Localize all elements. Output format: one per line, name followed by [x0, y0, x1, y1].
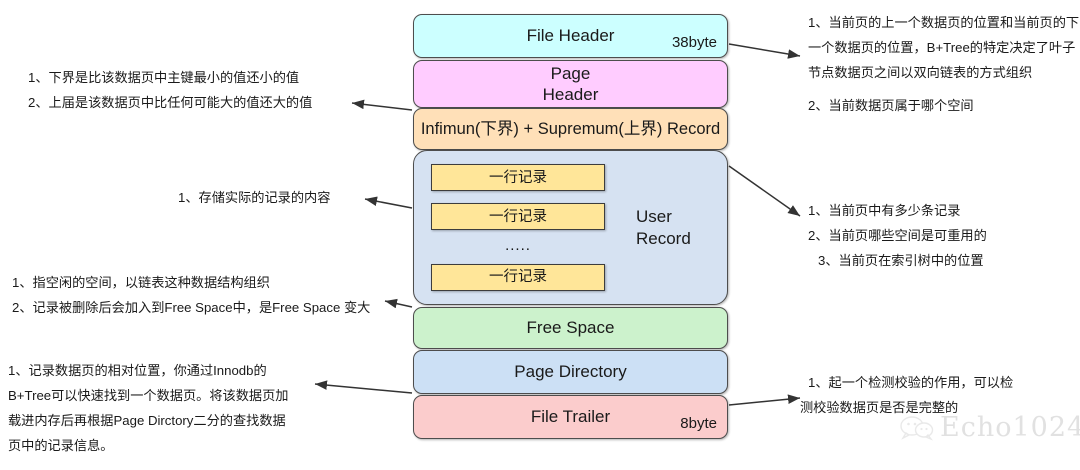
user-record-row[interactable]: 一行记录 — [431, 203, 605, 231]
block-page-header[interactable]: Page Header — [413, 60, 728, 108]
note-line: 2、上届是该数据页中比任何可能大的值还大的值 — [28, 95, 313, 110]
note-line: 1、指空闲的空间，以链表这种数据结构组织 — [12, 275, 270, 290]
note-line: 2、记录被删除后会加入到Free Space中，是Free Space 变大 — [12, 300, 371, 315]
block-file-trailer-label: File Trailer — [530, 407, 611, 427]
wire-infimum — [351, 99, 413, 111]
note-line: 1、当前页的上一个数据页的位置和当前页的下 — [808, 15, 1080, 30]
block-page-directory-label: Page Directory — [514, 362, 627, 382]
note-free-space: 1、指空闲的空间，以链表这种数据结构组织 2、记录被删除后会加入到Free Sp… — [12, 270, 370, 320]
block-free-space[interactable]: Free Space — [413, 307, 728, 349]
note-line: 2、当前页哪些空间是可重用的 — [808, 228, 987, 243]
note-line: 测校验数据页是否是完整的 — [800, 400, 959, 415]
note-line: 1、存储实际的记录的内容 — [178, 190, 331, 205]
note-user-record-left: 1、存储实际的记录的内容 — [178, 185, 330, 210]
watermark-text: Echo1024 — [940, 412, 1080, 443]
note-file-trailer: 1、起一个检测校验的作用，可以检 测校验数据页是否是完整的 — [800, 370, 1014, 420]
note-page-directory: 1、记录数据页的相对位置，你通过Innodb的 B+Tree可以快速找到一个数据… — [8, 358, 289, 458]
note-line: 节点数据页之间以双向链表的方式组织 — [808, 65, 1033, 80]
note-line: 2、当前数据页属于哪个空间 — [808, 98, 974, 113]
note-line: 3、当前页在索引树中的位置 — [818, 253, 984, 268]
block-user-record[interactable]: 一行记录 一行记录 ..... 一行记录 User Record — [413, 150, 728, 305]
note-infimum-supremum: 1、下界是比该数据页中主键最小的值还小的值 2、上届是该数据页中比任何可能大的值… — [28, 65, 312, 115]
note-line: 一个数据页的位置，B+Tree的特定决定了叶子 — [808, 40, 1076, 55]
block-user-record-label-line2: Record — [636, 228, 691, 248]
wire-file-trailer — [728, 394, 801, 406]
user-record-row[interactable]: 一行记录 — [431, 164, 605, 192]
note-line: 1、下界是比该数据页中主键最小的值还小的值 — [28, 70, 300, 85]
user-record-row-list: 一行记录 一行记录 ..... 一行记录 — [431, 151, 605, 304]
block-file-header-badge: 38byte — [671, 34, 717, 52]
block-user-record-label: User Record — [636, 205, 691, 249]
note-line: B+Tree可以快速找到一个数据页。将该数据页加 — [8, 388, 289, 403]
note-file-header: 1、当前页的上一个数据页的位置和当前页的下 一个数据页的位置，B+Tree的特定… — [808, 10, 1079, 118]
wire-free-space — [384, 298, 413, 309]
block-user-record-label-line1: User — [636, 206, 672, 226]
wire-user-record-left — [364, 196, 413, 209]
note-line: 1、起一个检测校验的作用，可以检 — [808, 375, 1014, 390]
block-infimum-label: Infimun(下界) + Supremum(上界) Record — [420, 119, 721, 138]
note-line: 1、记录数据页的相对位置，你通过Innodb的 — [8, 363, 267, 378]
block-file-header-label: File Header — [526, 26, 615, 46]
note-line: 页中的记录信息。 — [8, 438, 114, 453]
user-record-ellipsis: ..... — [505, 237, 531, 255]
block-free-space-label: Free Space — [526, 318, 615, 338]
block-file-trailer-badge: 8byte — [680, 415, 717, 433]
wire-file-header — [728, 43, 801, 59]
block-infimum-supremum[interactable]: Infimun(下界) + Supremum(上界) Record — [413, 108, 728, 150]
watermark: Echo1024 — [900, 412, 1080, 443]
block-page-directory[interactable]: Page Directory — [413, 350, 728, 394]
block-page-header-label-line2: Header — [542, 85, 599, 104]
note-line: 载进内存后再根据Page Dirctory二分的查找数据 — [8, 413, 286, 428]
user-record-row[interactable]: 一行记录 — [431, 263, 605, 291]
block-file-header[interactable]: File Header 38byte — [413, 14, 728, 58]
block-file-trailer[interactable]: File Trailer 8byte — [413, 395, 728, 439]
note-line: 1、当前页中有多少条记录 — [808, 203, 961, 218]
block-page-header-label-line1: Page — [550, 63, 591, 83]
wire-user-record-right — [728, 165, 801, 217]
note-user-record-right: 1、当前页中有多少条记录 2、当前页哪些空间是可重用的 3、当前页在索引树中的位… — [808, 198, 987, 273]
wire-page-directory — [314, 380, 413, 394]
wechat-bubble-icon — [900, 415, 934, 441]
